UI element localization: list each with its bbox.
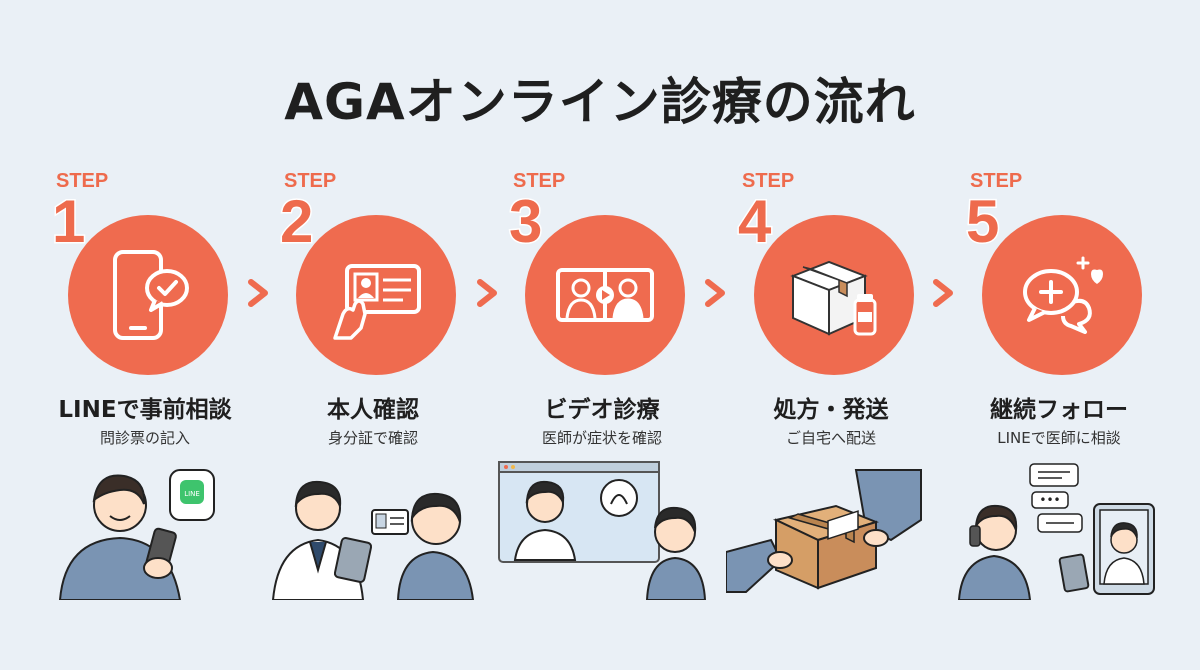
illustration-user-phone: LINE [40,460,250,601]
illustration-doctor-id-check [268,460,478,601]
step-number: 5 [964,188,1000,255]
step-number: 2 [278,188,314,255]
step-number: 1 [50,188,86,255]
step-circle [525,215,685,375]
step-title: 本人確認 [327,397,419,423]
step-subtitle: 問診票の記入 [99,429,190,447]
step-circle [296,215,456,375]
step-label: STEP [970,170,1023,192]
svg-text:•••: ••• [1039,493,1060,507]
page-title: AGAオンライン診療の流れ [284,73,916,131]
step-subtitle: ご自宅へ配送 [785,429,876,447]
step-title: ビデオ診療 [544,397,660,423]
chevron-right-icon [477,279,497,307]
step-number: 4 [736,188,772,255]
smartphone-chat-icon [113,250,189,340]
illustration-package-handoff [725,460,936,600]
step-circle [754,215,914,375]
id-card-icon [333,264,421,340]
package-medicine-icon [790,260,877,336]
step-subtitle: 身分証で確認 [327,429,418,447]
step-circle [982,215,1142,375]
chevron-right-icon [248,279,268,307]
chevron-right-icon [705,279,725,307]
step-circle [68,215,228,375]
chevron-right-icon [933,279,953,307]
video-call-icon [556,268,654,322]
step-subtitle: 医師が症状を確認 [541,429,662,447]
step-label: STEP [513,170,566,192]
step-subtitle: LINEで医師に相談 [997,429,1121,447]
step-number: 3 [507,188,543,255]
line-app-badge: LINE [184,490,200,498]
step-label: STEP [284,170,337,192]
illustration-followup-chat: ••• [954,460,1164,601]
illustration-video-consultation [497,460,707,601]
chat-bubbles-icon [1023,256,1103,334]
step-title: 処方・発送 [773,397,889,423]
step-title: LINEで事前相談 [58,397,232,423]
step-label: STEP [742,170,795,192]
step-title: 継続フォロー [990,397,1128,423]
step-label: STEP [56,170,109,192]
